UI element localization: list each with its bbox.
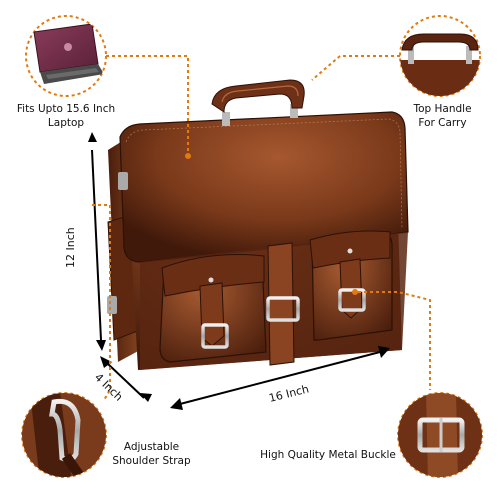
dimension-height-label: 12 Inch xyxy=(64,227,77,268)
strap-callout-label: Adjustable Shoulder Strap xyxy=(104,440,199,468)
strap-callout-line1: Adjustable xyxy=(123,441,180,453)
messenger-bag xyxy=(107,79,409,370)
buckle-callout-label: High Quality Metal Buckle xyxy=(248,448,408,462)
dimension-width-label: 16 Inch xyxy=(268,382,311,404)
laptop-callout-label: Fits Upto 15.6 Inch Laptop xyxy=(6,102,126,130)
laptop-callout-line1: Fits Upto 15.6 Inch xyxy=(16,103,116,115)
laptop-icon xyxy=(25,15,107,97)
bag-handle xyxy=(211,79,305,113)
dimension-arrows xyxy=(88,132,390,410)
handle-callout-line1: Top Handle xyxy=(413,103,472,115)
buckle-icon xyxy=(397,392,483,478)
laptop-callout-line2: Laptop xyxy=(47,117,85,129)
handle-callout-label: Top Handle For Carry xyxy=(395,102,490,130)
callout-lines xyxy=(92,55,431,401)
strap-icon xyxy=(21,392,107,478)
handle-icon xyxy=(399,15,481,97)
buckle-callout-line1: High Quality Metal Buckle xyxy=(260,449,396,461)
handle-callout-line2: For Carry xyxy=(418,117,467,129)
strap-callout-line2: Shoulder Strap xyxy=(112,455,191,467)
